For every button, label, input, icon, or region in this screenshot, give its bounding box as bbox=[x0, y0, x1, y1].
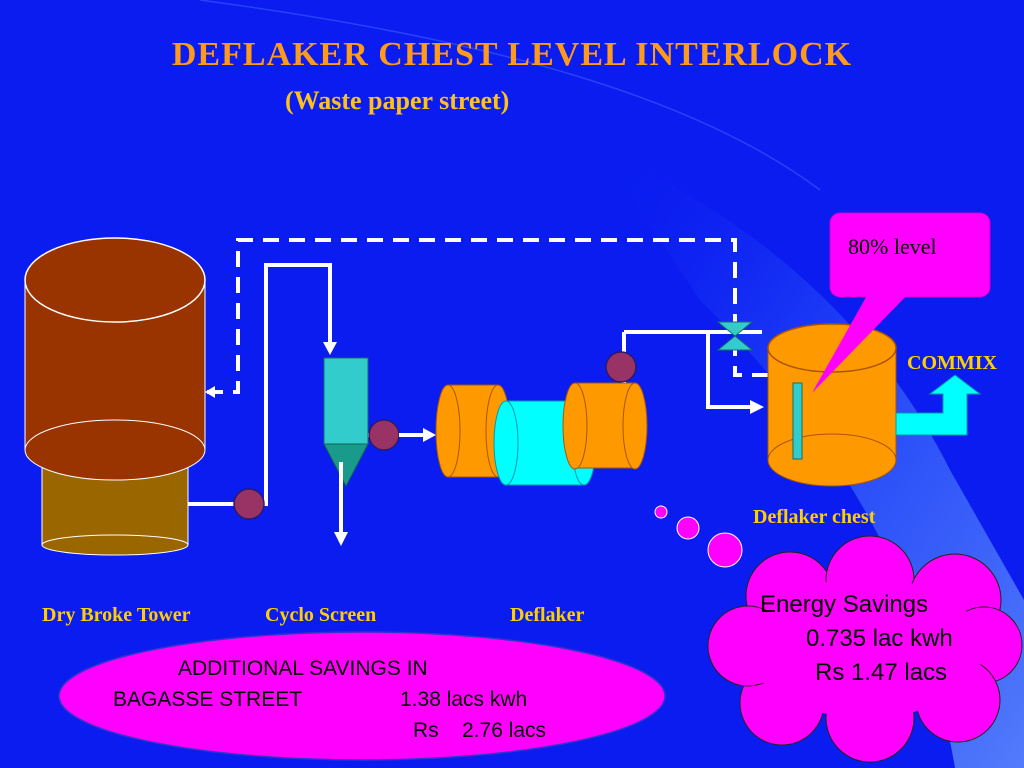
additional-savings-kwh: 1.38 lacs kwh bbox=[400, 688, 528, 711]
signal-arrowhead bbox=[205, 386, 215, 398]
energy-savings-heading: Energy Savings bbox=[760, 591, 929, 618]
arrow-into-chest bbox=[750, 400, 764, 414]
level-indicator bbox=[792, 382, 803, 460]
deflaker-chest bbox=[767, 323, 897, 487]
thought-dot-medium bbox=[676, 516, 700, 540]
slide-subtitle: (Waste paper street) bbox=[285, 86, 510, 115]
arrow-screen-reject bbox=[334, 532, 348, 546]
label-deflaker-chest: Deflaker chest bbox=[753, 506, 876, 528]
pipe-to-chest bbox=[624, 330, 752, 409]
additional-savings-street: BAGASSE STREET bbox=[113, 688, 303, 711]
thought-dot-large bbox=[707, 532, 743, 568]
commix-output-arrow bbox=[895, 374, 982, 436]
level-callout bbox=[812, 212, 991, 393]
energy-savings-cloud bbox=[707, 535, 1023, 763]
pump-1 bbox=[233, 488, 265, 520]
energy-savings-kwh: 0.735 lac kwh bbox=[806, 625, 953, 652]
pump-2 bbox=[368, 419, 400, 451]
slide-title: DEFLAKER CHEST LEVEL INTERLOCK bbox=[171, 36, 853, 73]
additional-savings-heading: ADDITIONAL SAVINGS IN bbox=[178, 657, 428, 680]
control-valve bbox=[708, 321, 762, 351]
arrow-into-deflaker bbox=[423, 428, 436, 442]
dry-broke-tower bbox=[24, 237, 206, 556]
additional-savings-ellipse bbox=[58, 631, 666, 761]
level-callout-text: 80% level bbox=[848, 234, 937, 259]
label-commix: COMMIX bbox=[907, 352, 997, 374]
background-arc-line bbox=[199, 0, 821, 191]
label-cyclo-screen: Cyclo Screen bbox=[265, 604, 377, 626]
pump-3 bbox=[605, 351, 637, 383]
energy-savings-rs: Rs 1.47 lacs bbox=[815, 659, 948, 686]
interlock-signal-line bbox=[207, 238, 768, 394]
deflaker bbox=[435, 382, 648, 486]
thought-dot-small bbox=[654, 505, 668, 519]
additional-savings-rs: Rs 2.76 lacs bbox=[413, 719, 547, 742]
arrow-into-screen bbox=[323, 342, 337, 355]
label-dry-broke-tower: Dry Broke Tower bbox=[42, 604, 191, 626]
pipe-pump1-to-screen bbox=[264, 263, 332, 506]
label-deflaker: Deflaker bbox=[510, 604, 585, 626]
cyclo-screen bbox=[323, 357, 369, 488]
